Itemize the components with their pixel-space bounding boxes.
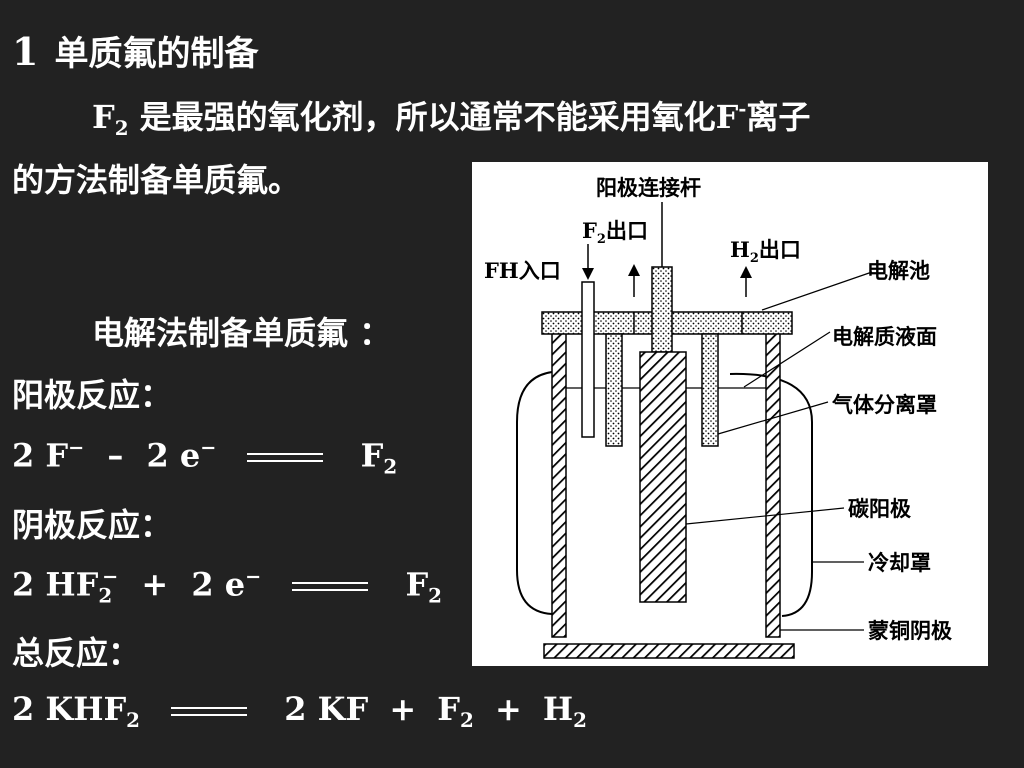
- cathode-equation: 2 HF2− + 2 e− F2: [12, 565, 442, 608]
- equals-sign: [171, 707, 248, 716]
- label-electrolyte-surface: 电解质液面: [832, 324, 937, 349]
- label-gas-hood: 气体分离罩: [831, 392, 937, 417]
- cell-base: [543, 643, 795, 659]
- equals-sign: [247, 453, 324, 463]
- electrolysis-cell-diagram: 阳极连接杆 F2出口 H2出口 FH入口 电解池 电解质液面 气体分离罩 碳阳极…: [472, 162, 988, 666]
- anode-rod: [651, 266, 673, 353]
- label-h2-outlet: H2出口: [730, 237, 801, 266]
- label-fh-inlet: FH入口: [484, 258, 561, 283]
- label-cell: 电解池: [867, 258, 930, 283]
- anode-equation: 2 F− – 2 e− F2: [12, 436, 398, 479]
- overall-equation: 2 KHF2 2 KF + F2 + H2: [12, 690, 587, 732]
- title-number: 1: [12, 29, 39, 74]
- fh-inlet-tube: [581, 281, 595, 438]
- intro-line-2: 的方法制备单质氟。: [12, 161, 301, 199]
- page-title: 1 单质氟的制备: [12, 26, 258, 75]
- overall-label: 总反应：: [12, 634, 141, 672]
- cell-wall-left: [551, 331, 567, 638]
- carbon-anode: [639, 351, 687, 603]
- label-carbon-anode: 碳阳极: [848, 496, 912, 521]
- equals-sign: [292, 582, 369, 592]
- gas-hood-right: [701, 333, 719, 447]
- label-f2-outlet: F2出口: [582, 218, 648, 247]
- title-text: 单质氟的制备: [54, 34, 259, 74]
- cathode-label: 阴极反应：: [12, 506, 173, 544]
- label-anode-rod: 阳极连接杆: [596, 175, 701, 200]
- cell-wall-right: [765, 331, 781, 638]
- label-monel-cathode: 蒙铜阴极: [868, 618, 953, 643]
- anode-label: 阳极反应：: [12, 376, 173, 414]
- label-cooling-jacket: 冷却罩: [868, 550, 931, 575]
- gas-hood-left: [605, 333, 623, 447]
- method-heading: 电解法制备单质氟 ：: [92, 314, 392, 352]
- intro-line-1: F2 是最强的氧化剂，所以通常不能采用氧化F-离子: [92, 97, 811, 140]
